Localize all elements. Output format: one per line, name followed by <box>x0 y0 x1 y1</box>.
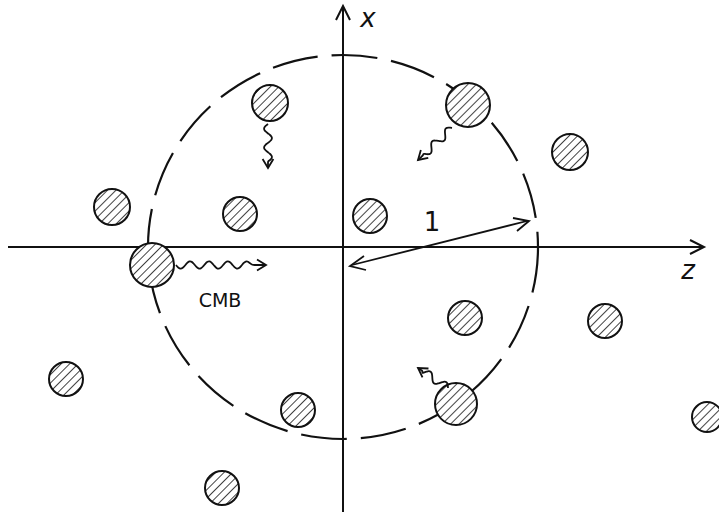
hatched-cloud <box>448 301 482 335</box>
cloud-fill <box>353 199 387 233</box>
cloud-fill <box>205 471 239 505</box>
photon-wave <box>176 261 266 268</box>
hatched-cloud <box>49 362 83 396</box>
cloud-fill <box>448 301 482 335</box>
axis-arrowhead <box>336 6 350 20</box>
hatched-cloud <box>446 83 490 127</box>
hatched-cloud <box>588 304 622 338</box>
arrowhead <box>418 368 428 377</box>
hatched-cloud <box>435 383 477 425</box>
hatched-cloud <box>94 189 130 225</box>
photon-wave <box>418 368 448 388</box>
arrowhead <box>418 150 428 160</box>
cloud-fill <box>281 393 315 427</box>
radius-label: 1 <box>424 209 441 235</box>
hatched-cloud <box>252 85 288 121</box>
arrowhead <box>350 256 366 270</box>
cloud-fill <box>588 304 622 338</box>
hatched-cloud <box>353 199 387 233</box>
cloud-fill <box>130 243 174 287</box>
axis-label: z <box>681 257 695 283</box>
unit-circle <box>148 55 538 439</box>
hatched-cloud <box>223 197 257 231</box>
cloud-fill <box>692 402 719 432</box>
hatched-cloud <box>205 471 239 505</box>
cloud-fill <box>435 383 477 425</box>
cloud-fill <box>223 197 257 231</box>
hatched-cloud <box>552 134 588 170</box>
hatched-cloud <box>692 402 719 432</box>
arrowhead <box>513 218 529 231</box>
z-axis <box>8 246 702 248</box>
cloud-fill <box>94 189 130 225</box>
arrowhead <box>263 159 274 168</box>
x-axis <box>342 8 344 512</box>
cloud-fill <box>49 362 83 396</box>
cloud-fill <box>552 134 588 170</box>
photon-wave <box>418 128 452 160</box>
cmb-label: CMB <box>199 291 242 310</box>
photon-wave <box>264 124 272 168</box>
hatched-cloud <box>130 243 174 287</box>
arrowhead <box>257 260 266 271</box>
hatched-cloud <box>281 393 315 427</box>
cloud-fill <box>252 85 288 121</box>
cloud-fill <box>446 83 490 127</box>
axis-arrowhead <box>690 240 704 254</box>
axis-label: x <box>360 5 375 31</box>
